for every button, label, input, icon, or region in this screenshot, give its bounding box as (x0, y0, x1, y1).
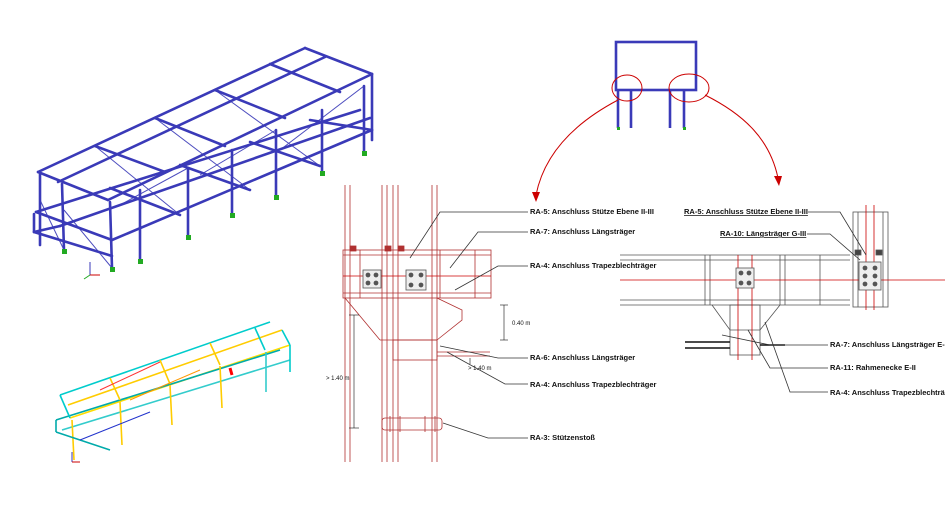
label-ra5-left: RA-5: Anschluss Stütze Ebene II-III (530, 207, 654, 216)
dim-140-column: > 1.40 m (326, 376, 350, 382)
axis-icon (83, 262, 100, 280)
left-bolt-plates (362, 269, 427, 291)
label-ra7-right: RA-7: Anschluss Längsträger E-II (830, 340, 945, 349)
left-leader-lines (409, 211, 528, 439)
dim-140-beam: > 1.40 m (468, 366, 492, 372)
frame-elevation (611, 40, 710, 130)
3d-frame-bracing (39, 85, 365, 269)
left-dimension-lines (349, 304, 508, 429)
callout-arrows (532, 94, 782, 202)
label-ra5-right: RA-5: Anschluss Stütze Ebene II-III (684, 207, 808, 216)
label-ra7-left: RA-7: Anschluss Längsträger (530, 227, 635, 236)
label-ra6-left: RA-6: Anschluss Längsträger (530, 353, 635, 362)
result-axis-icon (71, 452, 80, 463)
result-model (55, 321, 291, 461)
label-ra11-right: RA-11: Rahmenecke E-II (830, 363, 916, 372)
right-bolt-plates (735, 249, 883, 291)
label-ra4a-left: RA-4: Anschluss Trapezblechträger (530, 261, 657, 270)
support-markers (62, 151, 367, 272)
left-connection-detail (342, 185, 492, 462)
label-ra10-right: RA-10: Längsträger G-III (720, 229, 806, 238)
label-ra3-left: RA-3: Stützenstoß (530, 433, 595, 442)
label-ra4-right: RA-4: Anschluss Trapezblechträg (830, 388, 945, 397)
dim-040: 0.40 m (512, 321, 530, 327)
label-ra4b-left: RA-4: Anschluss Trapezblechträger (530, 380, 657, 389)
right-leader-lines (721, 211, 867, 393)
